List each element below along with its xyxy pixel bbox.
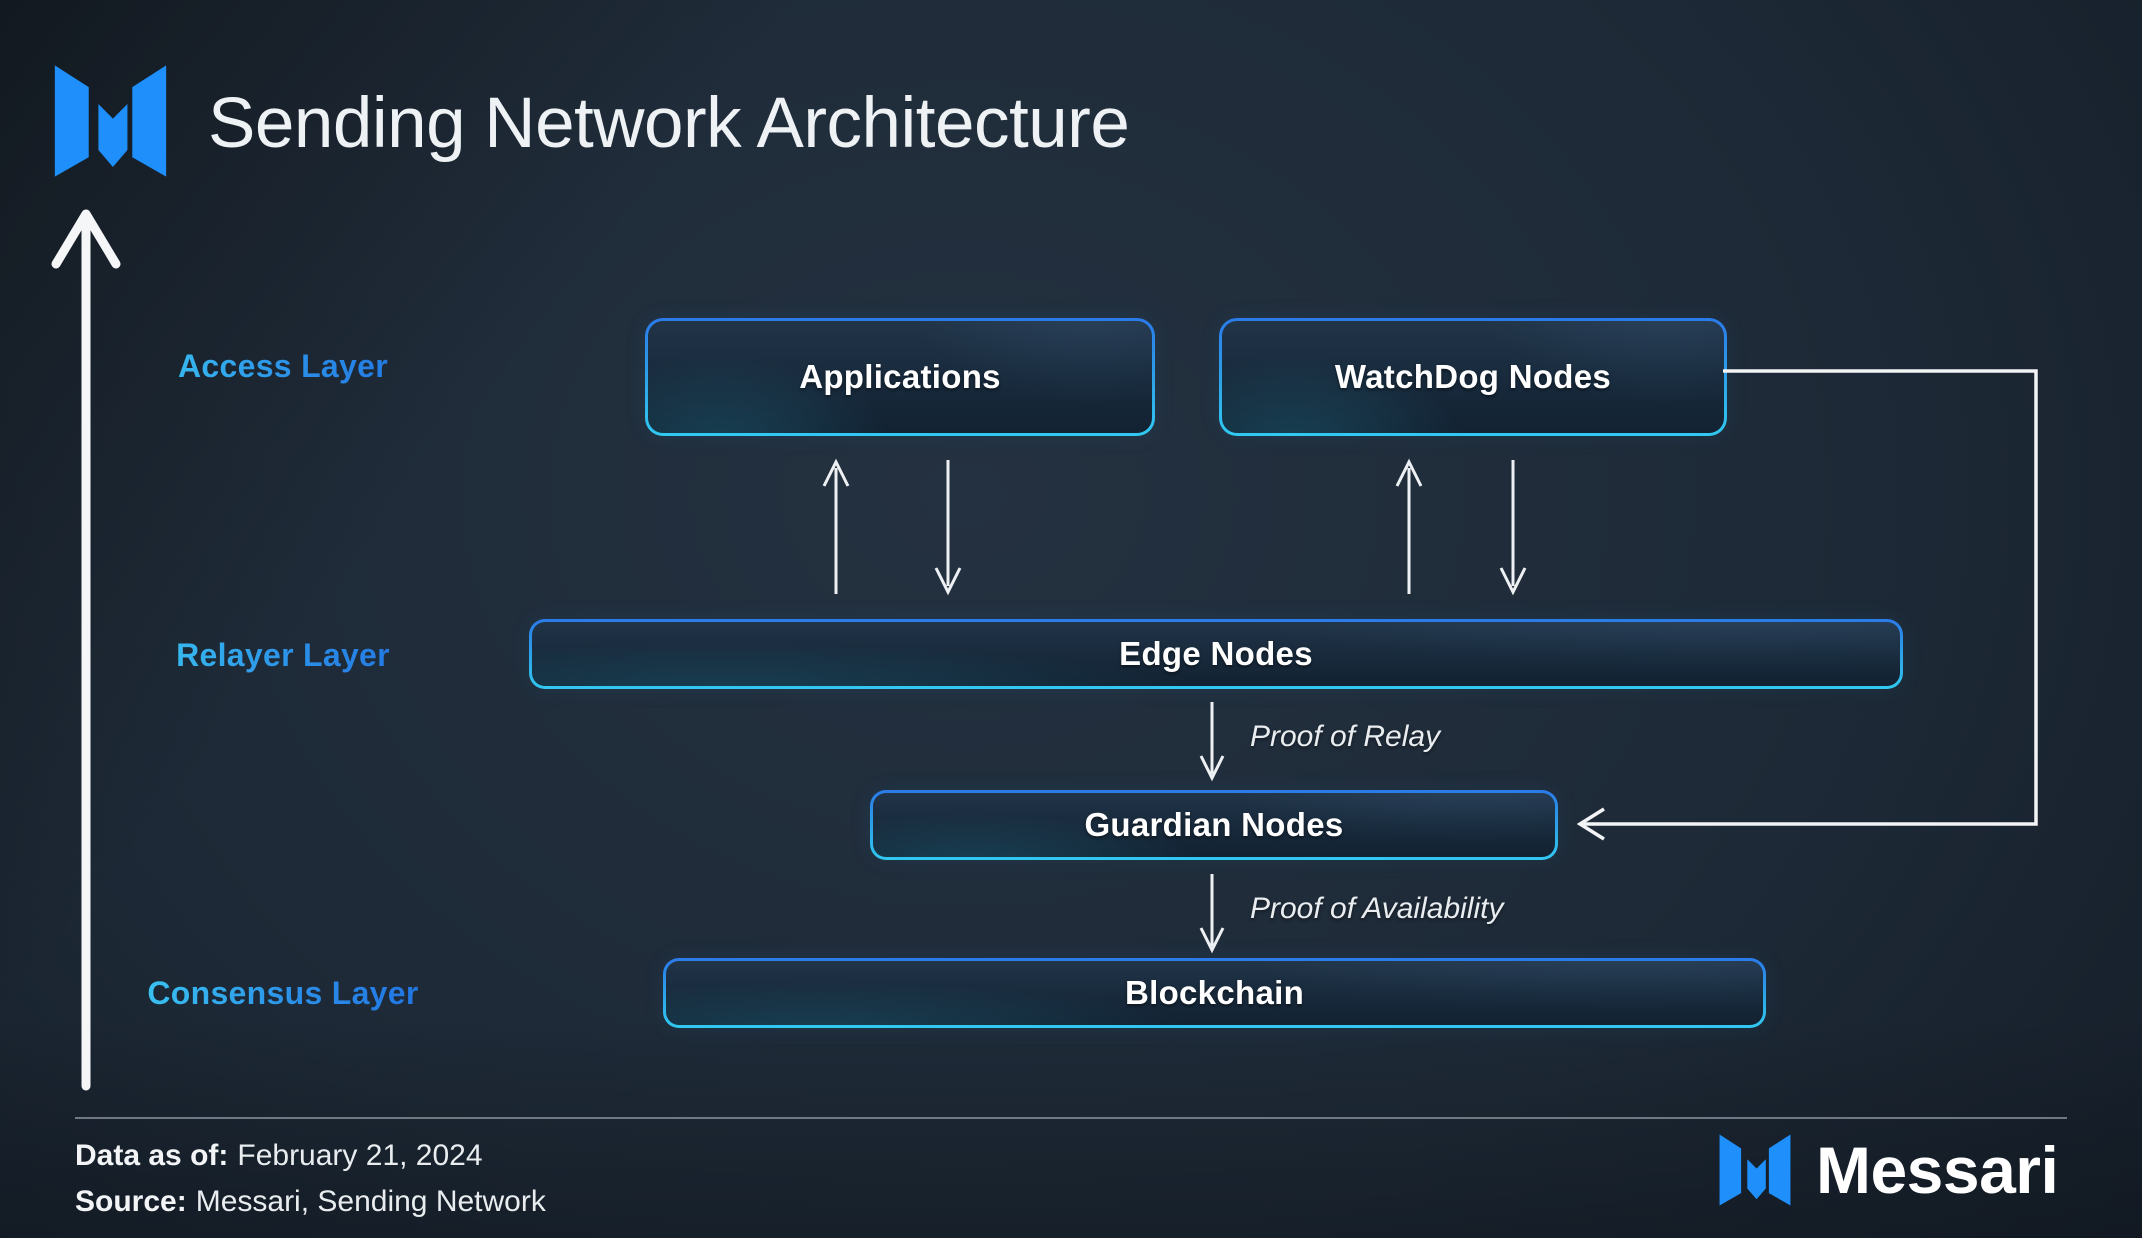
- node-edge-body: Edge Nodes: [532, 622, 1900, 686]
- source-value: Messari, Sending Network: [195, 1185, 546, 1218]
- node-edge-label: Edge Nodes: [1119, 635, 1313, 672]
- node-guardian-body: Guardian Nodes: [873, 793, 1555, 857]
- edge-guardian-arrow: [1199, 702, 1225, 782]
- layer-label-consensus: Consensus Layer: [123, 975, 443, 1012]
- applications-edge-arrows: [822, 458, 962, 596]
- node-edge: Edge Nodes: [529, 619, 1903, 689]
- messari-mark-icon: [1719, 1134, 1791, 1206]
- node-applications-body: Applications: [648, 321, 1152, 433]
- node-watchdog: WatchDog Nodes: [1219, 318, 1727, 436]
- proof-of-relay-label: Proof of Relay: [1250, 720, 1441, 753]
- messari-logo: Messari: [1716, 1128, 2059, 1212]
- node-applications: Applications: [645, 318, 1155, 436]
- source-label: Source:: [75, 1185, 187, 1218]
- up-arrow-icon: [822, 458, 850, 487]
- proof-of-availability-label: Proof of Availability: [1250, 892, 1504, 925]
- left-arrow-icon: [1576, 807, 1605, 841]
- down-arrow-icon: [1199, 927, 1225, 954]
- down-arrow-icon: [1199, 755, 1225, 782]
- messari-mark-icon: [54, 65, 167, 177]
- node-applications-label: Applications: [799, 358, 1001, 395]
- layer-label-relayer: Relayer Layer: [123, 637, 443, 674]
- node-blockchain-label: Blockchain: [1124, 974, 1305, 1011]
- data-as-of-label: Data as of:: [75, 1139, 229, 1172]
- node-guardian-label: Guardian Nodes: [1084, 806, 1344, 843]
- node-watchdog-label: WatchDog Nodes: [1334, 358, 1612, 395]
- up-arrow-icon: [1395, 458, 1423, 487]
- watchdog-guardian-connector: [1576, 369, 2038, 841]
- node-guardian: Guardian Nodes: [870, 790, 1558, 860]
- data-as-of-value: February 21, 2024: [237, 1139, 483, 1172]
- layer-axis-up-arrow-icon: [51, 209, 121, 1091]
- node-watchdog-body: WatchDog Nodes: [1222, 321, 1724, 433]
- page-title: Sending Network Architecture: [208, 84, 1130, 163]
- node-blockchain: Blockchain: [663, 958, 1766, 1028]
- down-arrow-icon: [934, 567, 962, 596]
- source: Source:Messari, Sending Network: [75, 1185, 546, 1219]
- guardian-blockchain-arrow: [1199, 874, 1225, 954]
- data-as-of: Data as of:February 21, 2024: [75, 1139, 483, 1173]
- down-arrow-icon: [1499, 567, 1527, 596]
- layer-label-access: Access Layer: [123, 348, 443, 385]
- messari-wordmark: Messari: [1816, 1133, 2059, 1207]
- watchdog-edge-arrows: [1395, 458, 1527, 596]
- node-blockchain-body: Blockchain: [666, 961, 1763, 1025]
